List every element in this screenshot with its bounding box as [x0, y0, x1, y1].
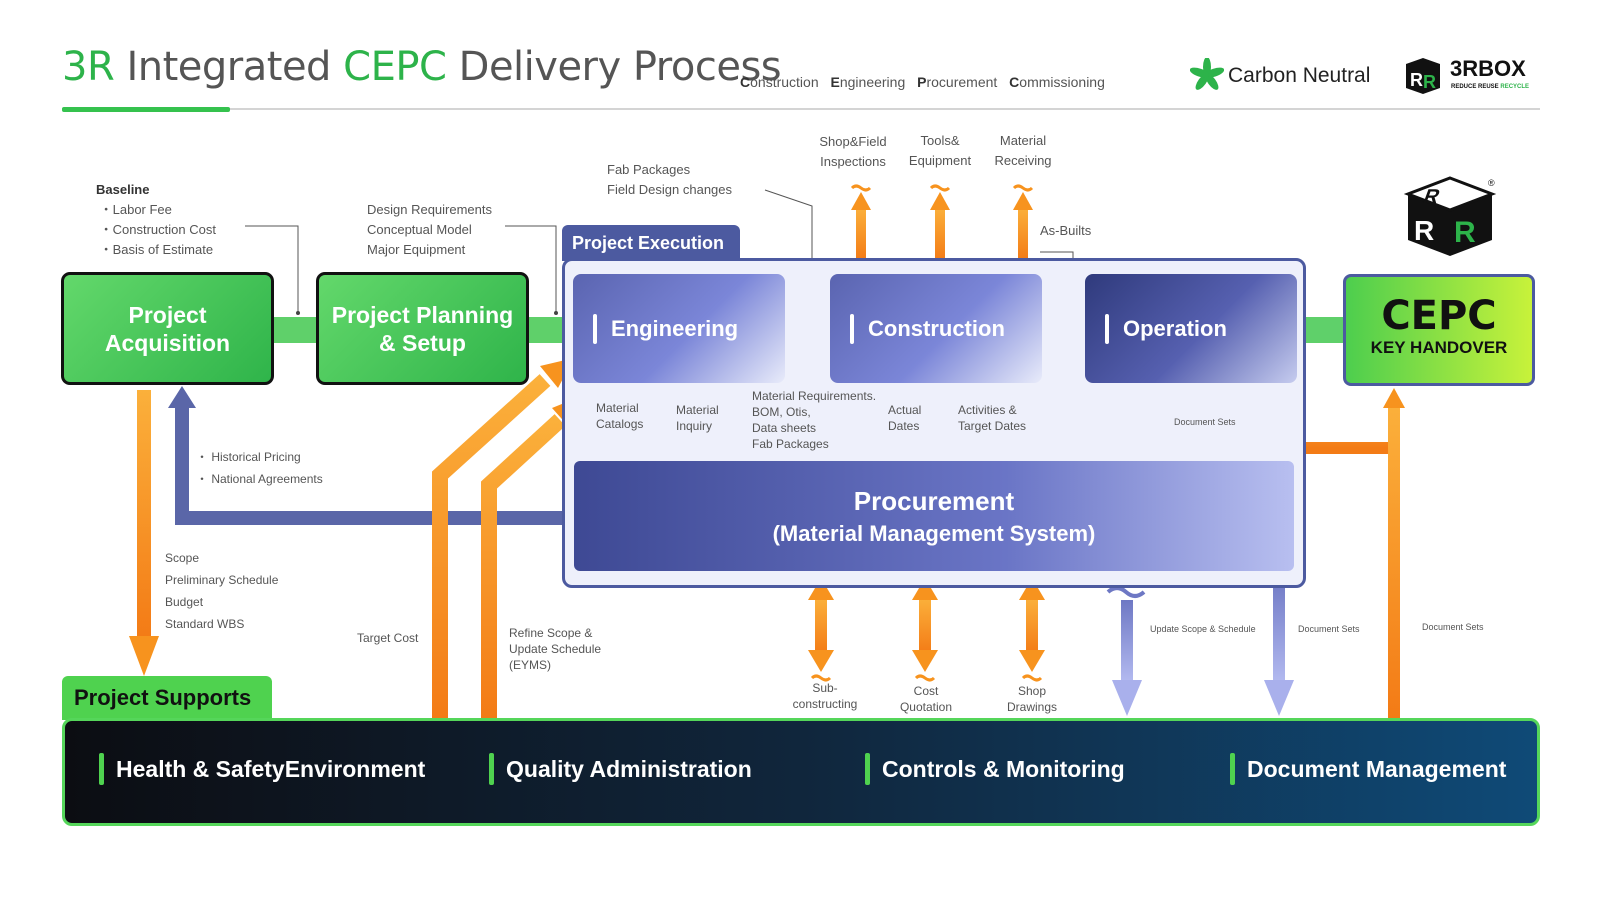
- support-bar: [865, 753, 870, 785]
- support-quality[interactable]: Quality Administration: [489, 753, 752, 785]
- support-bar: [1230, 753, 1235, 785]
- label-refine-scope: Refine Scope & Update Schedule (EYMS): [509, 626, 602, 672]
- support-controls[interactable]: Controls & Monitoring: [865, 753, 1125, 785]
- label-document-sets-2: Document Sets: [1422, 622, 1484, 632]
- 3r-cube-logo-icon: R R R ®: [1403, 176, 1497, 256]
- brand-tagline: REDUCE REUSE RECYCLE: [1451, 84, 1530, 90]
- pipeline-2: [528, 317, 568, 343]
- support-document-management[interactable]: Document Management: [1230, 753, 1506, 785]
- header-divider: [62, 108, 1540, 110]
- 3r-small-logo-icon: R R: [1406, 58, 1440, 94]
- label-material-requirements: Material Requirements. BOM, Otis, Data s…: [752, 389, 877, 451]
- support-bar: [99, 753, 104, 785]
- page-subtitle: Construction Engineering Procurement Com…: [740, 74, 1105, 90]
- support-bar: [489, 753, 494, 785]
- label-activities: Activities &Target Dates: [958, 403, 1027, 433]
- label-update-scope: Update Scope & Schedule: [1150, 624, 1256, 634]
- svg-text:R: R: [1410, 70, 1423, 90]
- project-supports-panel: Health & SafetyEnvironment Quality Admin…: [62, 718, 1540, 826]
- svg-text:R: R: [1454, 216, 1476, 249]
- svg-text:®: ®: [1488, 178, 1495, 188]
- arrow-update-scope: [1106, 586, 1146, 716]
- subtitle-construction: Construction: [740, 74, 819, 90]
- baseline-note: Baseline ・Labor Fee ・Construction Cost ・…: [96, 182, 216, 257]
- label-tools: Tools&Equipment: [908, 133, 972, 168]
- stage-engineering[interactable]: Engineering: [573, 274, 785, 383]
- pipeline-1: [268, 317, 320, 343]
- design-note: Design Requirements Conceptual Model Maj…: [367, 202, 493, 257]
- subtitle-procurement: Procurement: [917, 74, 998, 90]
- leader-baseline: [245, 225, 299, 312]
- leader-dot: [296, 311, 300, 315]
- subtitle-commissioning: Commissioning: [1009, 74, 1105, 90]
- svg-text:R: R: [1423, 72, 1436, 92]
- procurement-box[interactable]: Procurement (Material Management System): [574, 461, 1294, 571]
- subtitle-engineering: Engineering: [830, 74, 906, 90]
- stage-operation[interactable]: Operation: [1085, 274, 1297, 383]
- arrow-cepc-up: [1383, 388, 1405, 718]
- svg-text:R: R: [1414, 215, 1434, 246]
- label-op-document-sets: Document Sets: [1174, 417, 1236, 427]
- arrow-doc-sets-blue: [1264, 575, 1294, 716]
- header-accent: [62, 107, 230, 112]
- arrow-shop-drawings: [1019, 578, 1045, 682]
- project-execution-tab: Project Execution: [562, 225, 740, 261]
- leader-dot: [554, 311, 558, 315]
- label-subconstructing: Sub-constructing: [792, 681, 858, 711]
- stage-cepc-key-handover[interactable]: CEPC KEY HANDOVER: [1343, 274, 1535, 386]
- arrow-cost-quotation: [912, 578, 938, 682]
- stage-construction[interactable]: Construction: [830, 274, 1042, 383]
- construction-bar: [850, 313, 854, 344]
- operation-bar: [1105, 313, 1109, 344]
- label-scope: Scope Preliminary Schedule Budget Standa…: [165, 551, 279, 631]
- label-as-builts: As-Builts: [1040, 223, 1092, 238]
- engineering-bar: [593, 313, 597, 344]
- label-historical: ・ Historical Pricing ・ National Agreemen…: [196, 450, 323, 486]
- support-health-safety[interactable]: Health & SafetyEnvironment: [99, 753, 425, 785]
- fab-note: Fab Packages Field Design changes: [607, 162, 733, 197]
- stage-project-planning[interactable]: Project Planning& Setup: [316, 272, 529, 385]
- page-title: 3R Integrated CEPC Delivery Process: [62, 44, 782, 90]
- label-document-sets-1: Document Sets: [1298, 624, 1360, 634]
- pipeline-5: [1302, 317, 1346, 343]
- brand-3rbox: 3RBOX: [1450, 56, 1526, 81]
- leader-design: [505, 225, 557, 312]
- arrow-subconstructing: [808, 578, 834, 682]
- project-supports-tab: Project Supports: [62, 676, 272, 720]
- leaf-logo-icon: [1190, 58, 1224, 90]
- arrow-scope-down: [129, 390, 159, 676]
- label-target-cost: Target Cost: [357, 631, 419, 645]
- brand-carbon-neutral: Carbon Neutral: [1228, 64, 1371, 87]
